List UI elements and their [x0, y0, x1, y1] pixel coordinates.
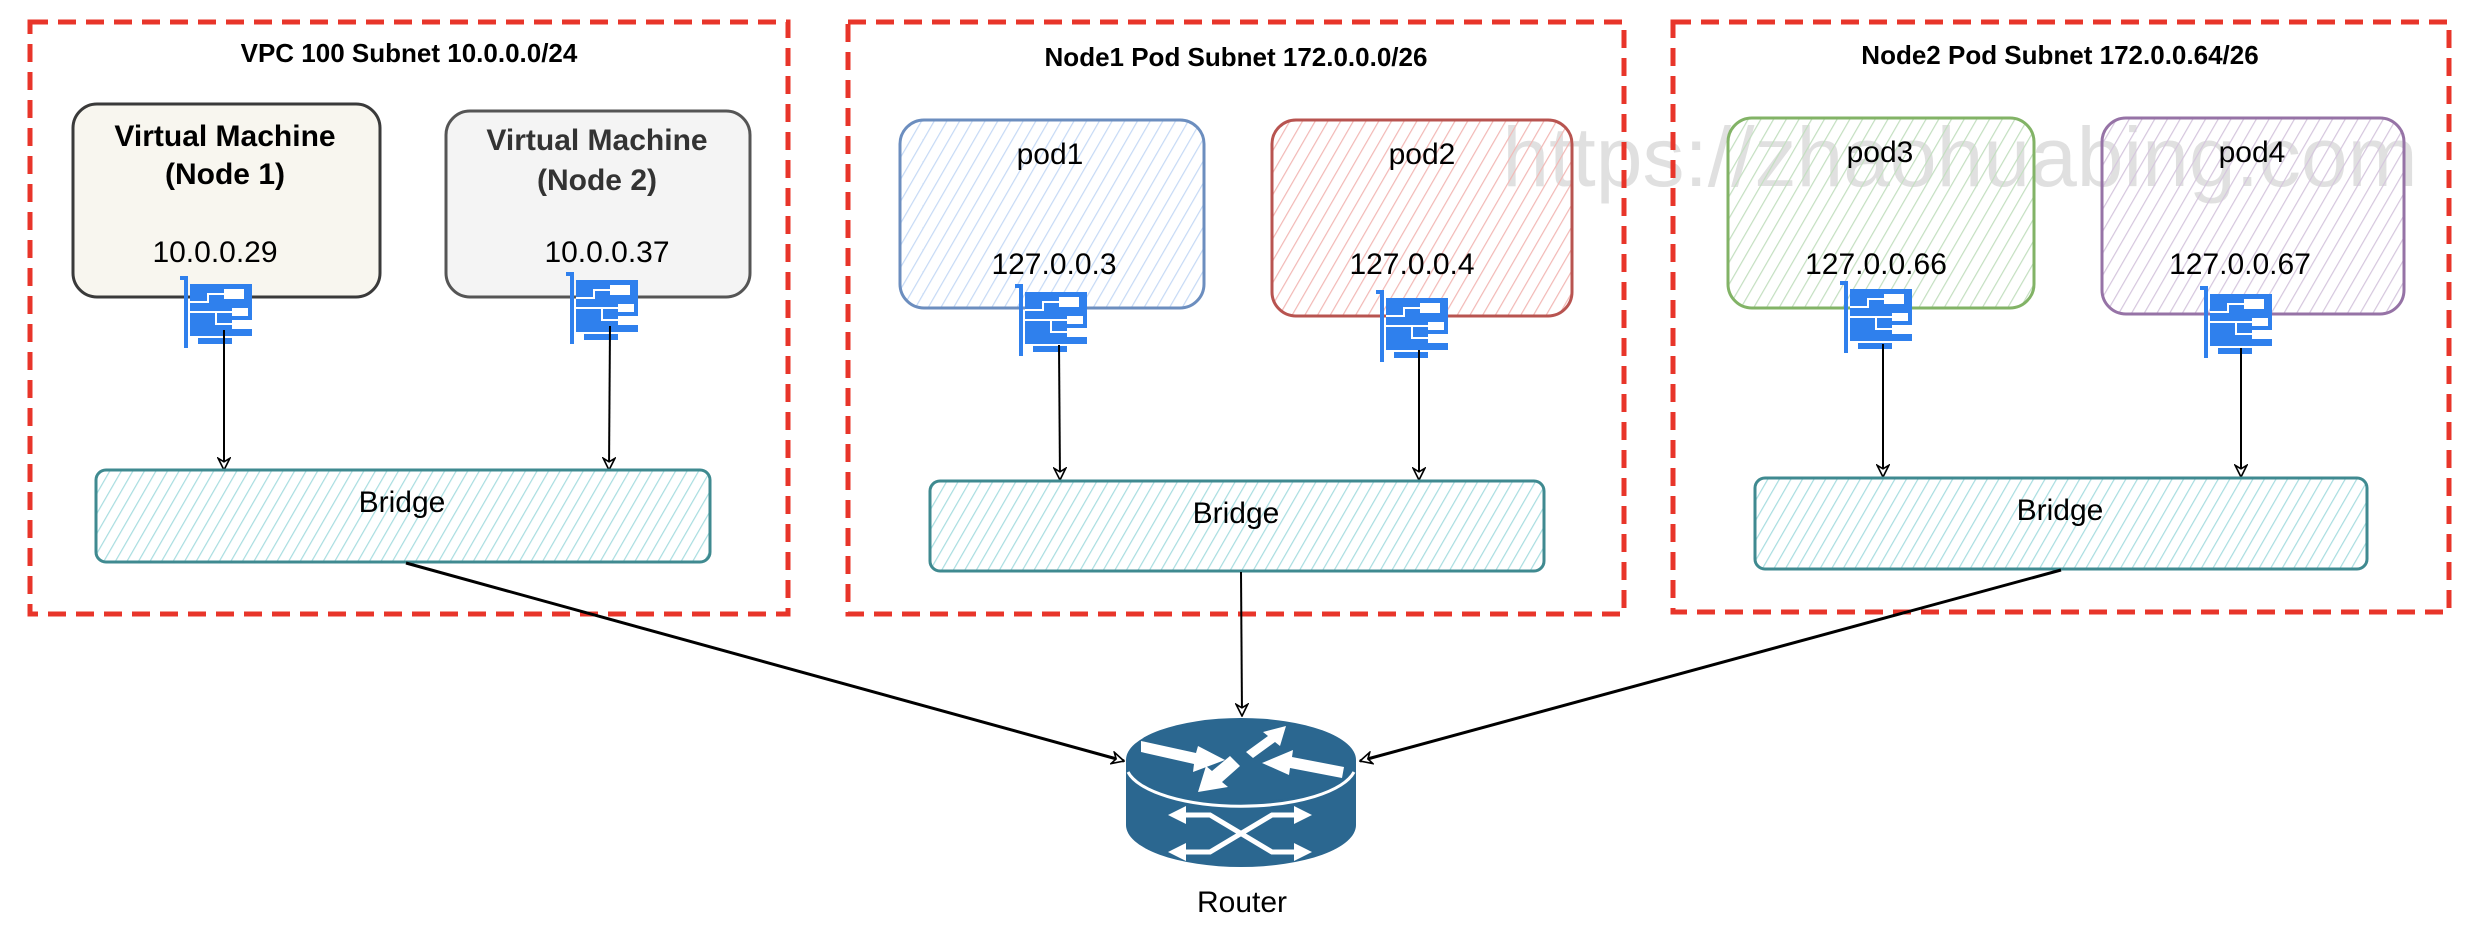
- pod4-ip: 127.0.0.67: [2169, 248, 2311, 281]
- pod4-label: pod4: [2219, 136, 2286, 169]
- pod3[interactable]: pod3 127.0.0.66: [1726, 116, 2036, 310]
- pod3-ip: 127.0.0.66: [1805, 248, 1947, 281]
- nic-icon: [1839, 280, 1913, 354]
- bridge-node1-label: Bridge: [1193, 497, 1280, 530]
- subnet-node2-pods: Node2 Pod Subnet 172.0.0.64/26 pod3 127.…: [1670, 19, 2452, 615]
- pod2[interactable]: pod2 127.0.0.4: [1270, 118, 1574, 318]
- vm-node2-title: Virtual Machine: [486, 124, 707, 157]
- link-arrow-node2-router: [1360, 568, 2062, 761]
- pod2-ip: 127.0.0.4: [1349, 248, 1474, 281]
- bridge-vpc-box[interactable]: [94, 468, 712, 564]
- bridge-node1[interactable]: Bridge: [928, 479, 1546, 573]
- subnet-node2-title: Node2 Pod Subnet 172.0.0.64/26: [1861, 40, 2258, 70]
- bridge-vpc[interactable]: Bridge: [94, 468, 712, 564]
- subnet-node2-border: [1670, 19, 2452, 615]
- pod1[interactable]: pod1 127.0.0.3: [898, 118, 1206, 310]
- nic-icon: [565, 271, 639, 345]
- subnet-node1-border: [845, 19, 1627, 617]
- pod1-ip: 127.0.0.3: [991, 248, 1116, 281]
- subnet-vpc: VPC 100 Subnet 10.0.0.0/24 Virtual Machi…: [27, 19, 791, 617]
- pod2-label: pod2: [1389, 138, 1456, 171]
- bridge-node2[interactable]: Bridge: [1753, 476, 2369, 571]
- subnet-vpc-title: VPC 100 Subnet 10.0.0.0/24: [241, 38, 578, 68]
- nic-icon: [1014, 283, 1088, 357]
- pod1-label: pod1: [1017, 138, 1084, 171]
- link-arrow: [1059, 344, 1060, 480]
- bridge-node1-box[interactable]: [928, 479, 1546, 573]
- nic-icon: [1375, 289, 1449, 363]
- bridge-node2-label: Bridge: [2017, 494, 2104, 527]
- link-arrow-node1-router: [1241, 571, 1242, 716]
- vm-node2[interactable]: Virtual Machine (Node 2) 10.0.0.37: [444, 109, 752, 299]
- vm-node1-title: Virtual Machine: [114, 120, 335, 153]
- pod4[interactable]: pod4 127.0.0.67: [2100, 116, 2406, 316]
- vm-node1-subtitle: (Node 1): [165, 158, 285, 191]
- router-icon[interactable]: [1126, 718, 1356, 867]
- pod3-label: pod3: [1847, 136, 1914, 169]
- vm-node2-ip: 10.0.0.37: [544, 236, 669, 269]
- nic-icon: [179, 275, 253, 349]
- subnet-node1-pods: Node1 Pod Subnet 172.0.0.0/26 pod1 127.0…: [845, 19, 1627, 617]
- bridge-vpc-label: Bridge: [359, 486, 446, 519]
- vm-node1-ip: 10.0.0.29: [152, 236, 277, 269]
- router[interactable]: Router: [1126, 718, 1356, 919]
- router-label: Router: [1197, 886, 1287, 919]
- link-arrow-vpc-router: [405, 561, 1124, 761]
- subnet-node1-title: Node1 Pod Subnet 172.0.0.0/26: [1045, 42, 1428, 72]
- nic-icon: [2199, 285, 2273, 359]
- link-arrow: [609, 325, 610, 470]
- vm-node2-subtitle: (Node 2): [537, 164, 657, 197]
- bridge-node2-box[interactable]: [1753, 476, 2369, 571]
- subnet-vpc-border: [27, 19, 791, 617]
- vm-node1[interactable]: Virtual Machine (Node 1) 10.0.0.29: [71, 102, 382, 299]
